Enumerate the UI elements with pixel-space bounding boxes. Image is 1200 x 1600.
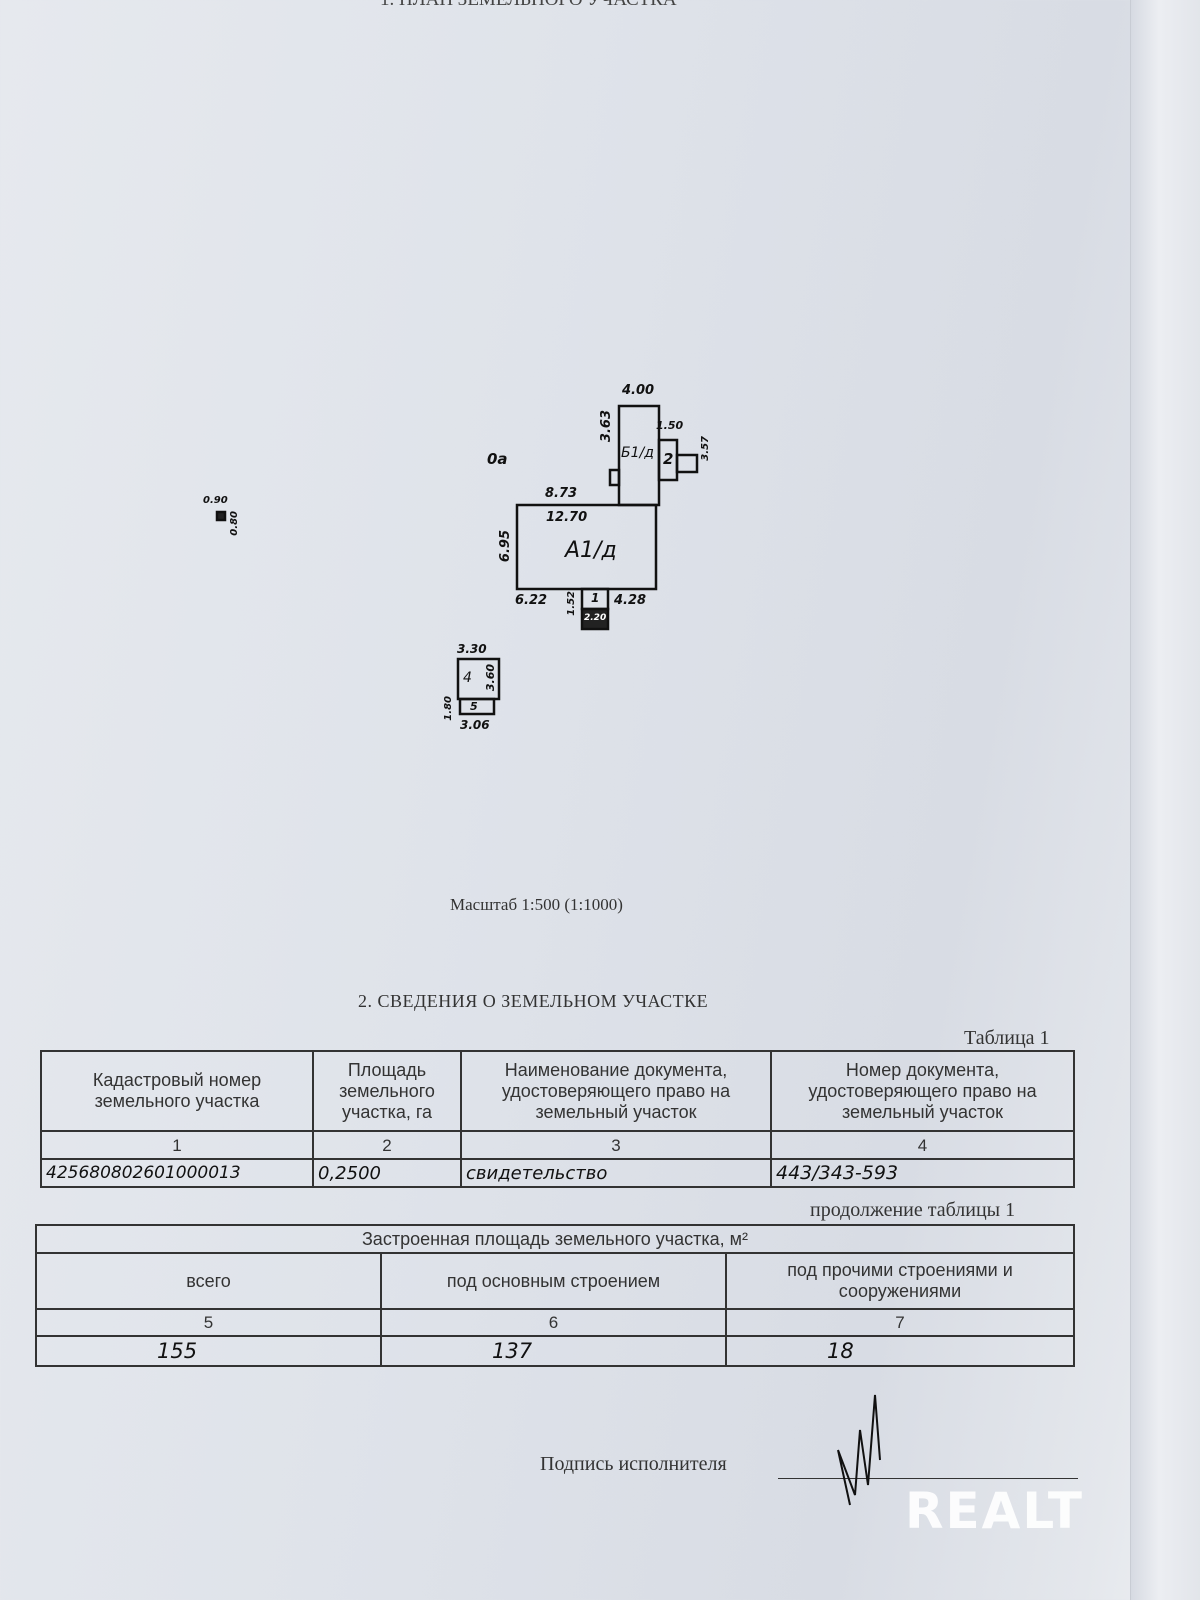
building-5 [458, 697, 496, 716]
label-b5: 5 [470, 700, 478, 713]
header-cadastral: Кадастровый номер земельного участка [40, 1050, 314, 1132]
dim-b5-side: 1.80 [443, 696, 454, 721]
plot-area: 0,2500 [312, 1158, 462, 1188]
dim-b4-top: 3.30 [457, 642, 487, 656]
dim-a-bottom-right: 4.28 [614, 593, 647, 608]
col-number: 7 [725, 1308, 1075, 1337]
col-number: 1 [40, 1130, 314, 1160]
dim-ext2-h: 3.57 [700, 436, 711, 461]
col-number: 5 [35, 1308, 382, 1337]
table-2: Застроенная площадь земельного участка, … [35, 1224, 1075, 1367]
dim-b4-side: 3.60 [484, 664, 497, 692]
header-doc-name: Наименование документа, удостоверяющего … [460, 1050, 772, 1132]
col-number: 6 [380, 1308, 727, 1337]
table1-caption: Таблица 1 [964, 1027, 1050, 1049]
signature [837, 1394, 881, 1506]
document-number: 443/343-593 [770, 1158, 1075, 1188]
table-1: Кадастровый номер земельного участка Пло… [40, 1050, 1075, 1188]
label-ext2: 2 [663, 450, 674, 468]
label-ext1: 1 [591, 591, 600, 605]
steps-1 [580, 607, 610, 631]
document-name: свидетельство [460, 1158, 772, 1188]
dim-a-top-outer: 8.73 [545, 486, 578, 501]
dim-small-h: 0.80 [229, 511, 240, 536]
small-structure [215, 510, 227, 522]
header-built-area: Застроенная площадь земельного участка, … [35, 1224, 1075, 1254]
dim-ext1-h: 1.52 [566, 591, 577, 616]
main-building-area: 137 [380, 1335, 727, 1367]
dim-ext2-w: 1.50 [656, 419, 684, 432]
col-number: 3 [460, 1130, 772, 1160]
dim-a-bottom-left: 6.22 [515, 593, 548, 608]
signature-label: Подпись исполнителя [540, 1453, 727, 1475]
header-total: всего [35, 1252, 382, 1310]
section2-title: 2. СВЕДЕНИЯ О ЗЕМЕЛЬНОМ УЧАСТКЕ [358, 991, 709, 1011]
site-plan [215, 404, 699, 716]
header-other-buildings: под прочими строениями и сооружениями [725, 1252, 1075, 1310]
header-doc-number: Номер документа, удостоверяющего право н… [770, 1050, 1075, 1132]
header-main-building: под основным строением [380, 1252, 727, 1310]
dim-b-side: 3.63 [599, 410, 614, 443]
page-edge [1130, 0, 1200, 1600]
label-a: А1/д [565, 538, 617, 563]
col-number: 4 [770, 1130, 1075, 1160]
dim-small-w: 0.90 [203, 495, 228, 506]
label-b: Б1/д [621, 445, 654, 461]
table2-caption: продолжение таблицы 1 [810, 1199, 1016, 1221]
dim-a-top: 12.70 [546, 510, 588, 525]
scale-label: Масштаб 1:500 (1:1000) [450, 895, 623, 914]
other-buildings-area: 18 [725, 1335, 1075, 1367]
label-b4: 4 [463, 670, 472, 686]
steps-2 [675, 453, 699, 474]
signature-line [778, 1478, 1078, 1479]
porch-b [608, 468, 621, 487]
section1-title: 1. ПЛАН ЗЕМЕЛЬНОГО УЧАСТКА [380, 0, 677, 9]
watermark-logo: REALT [905, 1482, 1085, 1540]
dim-a-side: 6.95 [498, 530, 513, 563]
dim-b-top: 4.00 [622, 383, 655, 398]
col-number: 2 [312, 1130, 462, 1160]
label-0a: 0a [487, 450, 508, 468]
cadastral-number: 425680802601000013 [40, 1158, 314, 1188]
dim-ext1-w: 2.20 [584, 613, 607, 623]
total-built-area: 155 [35, 1335, 382, 1367]
header-area: Площадь земельного участка, га [312, 1050, 462, 1132]
dim-b5-bottom: 3.06 [460, 718, 490, 732]
